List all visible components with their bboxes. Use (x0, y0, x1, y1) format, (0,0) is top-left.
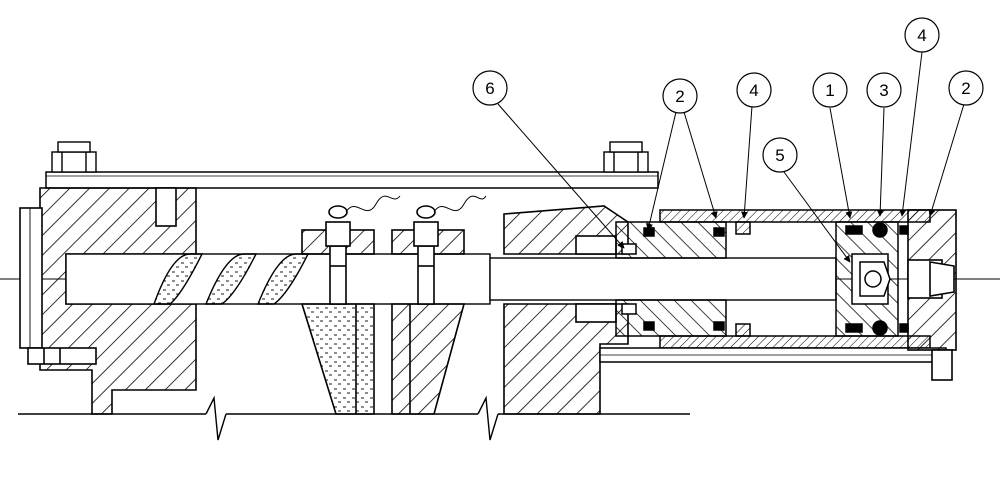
top-bolt-right (603, 141, 649, 173)
callout-6: 6 (472, 70, 508, 106)
leader-lines (497, 51, 965, 263)
callout-1: 1 (812, 72, 848, 108)
callout-label: 3 (879, 81, 888, 100)
callout-label: 2 (675, 87, 684, 106)
callout-label: 4 (749, 81, 758, 100)
centre-support-right (391, 195, 487, 415)
callout-2-right: 2 (948, 70, 984, 106)
callout-label: 4 (917, 26, 926, 45)
rod-gland (615, 221, 727, 337)
cylinder-barrel (599, 209, 947, 363)
top-bolt-left (51, 141, 97, 173)
callout-4-right: 4 (904, 17, 940, 53)
callout-label: 1 (825, 81, 834, 100)
callout-5: 5 (762, 137, 798, 173)
piston-rod (489, 257, 837, 301)
piston (835, 221, 909, 337)
callout-label: 2 (961, 79, 970, 98)
right-housing (503, 205, 629, 415)
callout-label: 6 (485, 79, 494, 98)
centre-support-left (300, 195, 401, 415)
top-tie-bar (45, 171, 659, 189)
callout-4-left: 4 (736, 72, 772, 108)
callout-label: 5 (775, 146, 784, 165)
end-cap (907, 209, 957, 381)
callout-2-left: 2 (662, 78, 698, 114)
callout-3: 3 (866, 72, 902, 108)
